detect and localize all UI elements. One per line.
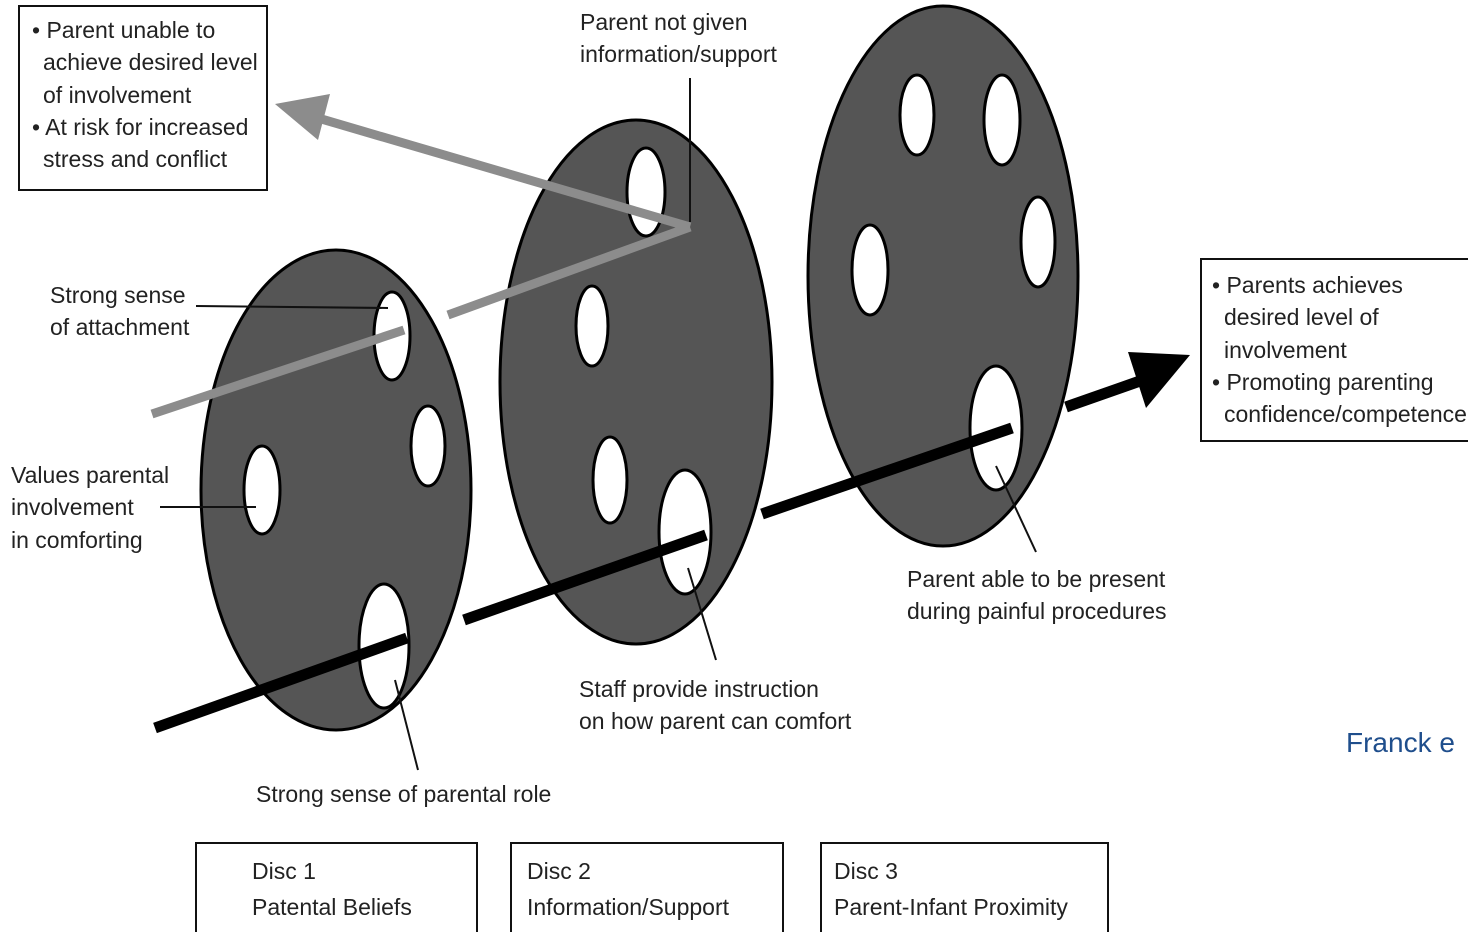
- label-present-line-1: Parent able to be present: [907, 566, 1166, 592]
- failure-outcome-box-frame: [18, 5, 268, 191]
- disc-2-hole-left-lower: [591, 435, 629, 525]
- disc-legend-3-frame: [820, 842, 1109, 932]
- disc-legend-1: Disc 1 Patental Beliefs: [195, 842, 478, 932]
- disc-legend-1-number: Disc 1: [252, 858, 316, 884]
- label-staff-line-2: on how parent can comfort: [579, 708, 852, 734]
- disc-2-hole-top: [625, 146, 667, 238]
- failure-arrow-head: [275, 94, 330, 140]
- disc-3-hole-3: [1019, 195, 1057, 289]
- leader-attachment: [195, 305, 389, 309]
- disc-1-hole-right: [409, 404, 447, 488]
- success-arrow-segment-4: [1064, 375, 1142, 413]
- disc-2-hole-staff: [657, 468, 713, 596]
- disc-legend-1-frame: [195, 842, 478, 932]
- disc-2-hole-left-upper: [574, 284, 610, 368]
- success-outcome-box-frame: [1200, 258, 1468, 442]
- disc-3-hole-2: [982, 73, 1022, 167]
- failure-arrow-segment-1: [150, 325, 406, 419]
- citation-text: Franck e: [1346, 727, 1455, 758]
- success-outcome-line-1: • Parents achieves: [1212, 272, 1403, 298]
- label-attachment-line-1: Strong sense: [50, 282, 186, 308]
- failure-outcome-line-4: • At risk for increased: [32, 114, 248, 140]
- disc-legend-3-name: Parent-Infant Proximity: [834, 894, 1068, 920]
- disc-legend-1-name: Patental Beliefs: [252, 894, 412, 920]
- success-outcome-line-4: • Promoting parenting: [1212, 369, 1434, 395]
- failure-outcome-line-1: • Parent unable to: [32, 17, 215, 43]
- label-not-given-line-2: information/support: [580, 41, 777, 67]
- failure-outcome-box: • Parent unable to achieve desired level…: [18, 5, 268, 191]
- failure-outcome-line-2: achieve desired level: [43, 49, 258, 75]
- disc-3-hole-1: [898, 73, 936, 157]
- disc-legend-3-number: Disc 3: [834, 858, 898, 884]
- disc-1: [199, 248, 473, 732]
- failure-arrow-segment-2: [446, 222, 692, 320]
- success-outcome-line-5: confidence/competence: [1224, 401, 1467, 427]
- label-attachment-line-2: of attachment: [50, 314, 190, 340]
- disc-3: [806, 4, 1080, 548]
- leader-staff: [687, 567, 717, 661]
- disc-1-hole-values: [242, 444, 282, 536]
- disc-legend-2-number: Disc 2: [527, 858, 591, 884]
- label-values-line-2: involvement: [11, 494, 134, 520]
- success-outcome-box: • Parents achieves desired level of invo…: [1200, 258, 1468, 442]
- disc-legend-2: Disc 2 Information/Support: [510, 842, 784, 932]
- label-present-line-2: during painful procedures: [907, 598, 1167, 624]
- disc-legend-2-name: Information/Support: [527, 894, 730, 920]
- success-arrow-segment-3: [760, 422, 1014, 520]
- leader-parental-role: [394, 679, 419, 771]
- label-values-line-3: in comforting: [11, 527, 143, 553]
- success-arrow-head: [1128, 352, 1190, 408]
- success-outcome-line-2: desired level of: [1224, 304, 1379, 330]
- success-outcome-line-3: involvement: [1224, 337, 1347, 363]
- failure-arrow-segment-3: [316, 113, 692, 232]
- leader-present: [995, 465, 1037, 553]
- disc-3-hole-4: [850, 223, 890, 317]
- disc-legend-2-frame: [510, 842, 784, 932]
- success-arrow-segment-1: [153, 632, 409, 734]
- failure-outcome-line-3: of involvement: [43, 82, 192, 108]
- disc-legend-3: Disc 3 Parent-Infant Proximity: [820, 842, 1109, 932]
- success-arrow: [153, 352, 1190, 734]
- failure-outcome-line-5: stress and conflict: [43, 146, 228, 172]
- failure-arrow: [150, 94, 692, 419]
- label-not-given-line-1: Parent not given: [580, 9, 748, 35]
- label-values-line-1: Values parental: [11, 462, 169, 488]
- success-arrow-segment-2: [462, 529, 708, 626]
- label-staff-line-1: Staff provide instruction: [579, 676, 819, 702]
- label-parental-role: Strong sense of parental role: [256, 781, 551, 807]
- disc-2: [498, 118, 774, 646]
